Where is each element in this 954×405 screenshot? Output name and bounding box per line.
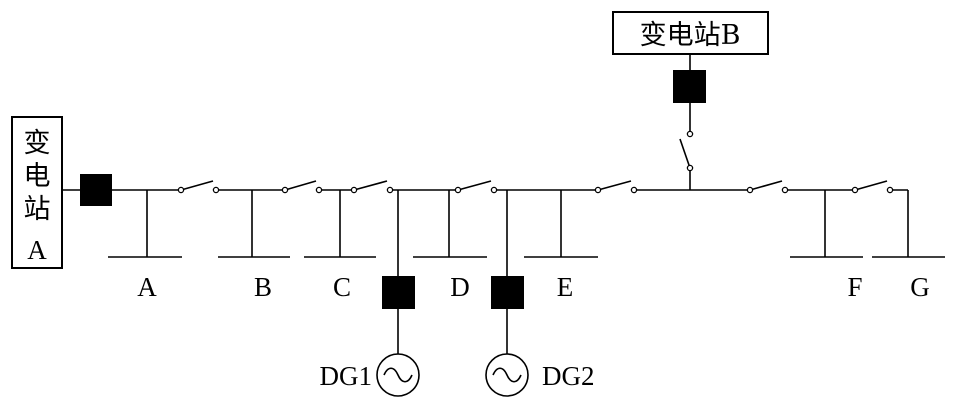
load-g-label: G: [910, 272, 930, 302]
substation-b-box: [612, 11, 769, 55]
substation-a-label-line3: 站: [24, 194, 51, 225]
load-d: D: [413, 190, 487, 302]
load-b-label: B: [254, 272, 272, 302]
substation-a: 变 电 站 A: [11, 116, 63, 269]
load-f-label: F: [847, 272, 862, 302]
generator-dg2: DG2: [485, 190, 595, 397]
substation-b-breaker: [673, 70, 706, 103]
substation-a-label-line1: 变: [24, 128, 51, 159]
load-e-label: E: [557, 272, 574, 302]
tie-switch-contact-bottom: [686, 164, 694, 172]
load-e: E: [524, 190, 598, 302]
switch-6: [746, 180, 789, 194]
load-c-label: C: [333, 272, 351, 302]
sine-wave-icon: [383, 367, 413, 383]
load-c: C: [304, 190, 376, 302]
substation-a-box: [11, 116, 63, 269]
switch-7: [851, 180, 894, 194]
substation-a-breaker: [80, 174, 112, 206]
sine-wave-icon: [492, 367, 522, 383]
dg1-label: DG1: [320, 361, 373, 391]
load-f: F: [790, 190, 863, 302]
substation-a-label-line4: A: [27, 235, 47, 265]
switch-3: [350, 180, 394, 194]
load-d-label: D: [450, 272, 470, 302]
dg2-breaker: [491, 276, 524, 309]
load-g: G: [872, 190, 945, 302]
generator-dg1: DG1: [320, 190, 420, 397]
tie-switch-contact-top: [686, 130, 694, 138]
switch-5: [594, 180, 638, 194]
dg1-breaker: [382, 276, 415, 309]
load-a: A: [108, 190, 182, 302]
switch-2: [281, 180, 323, 194]
switch-1: [177, 180, 220, 194]
substation-a-label-line2: 电: [24, 161, 51, 192]
main-feeder: [62, 174, 908, 206]
substation-b-label: 变电站B: [640, 20, 741, 51]
tie-switch-blade: [679, 138, 691, 169]
substation-b: 变电站B: [612, 11, 769, 190]
dg2-label: DG2: [542, 361, 595, 391]
load-a-label: A: [137, 272, 157, 302]
dg2-generator-symbol: [485, 353, 529, 397]
dg1-generator-symbol: [376, 353, 420, 397]
switch-4: [454, 180, 498, 194]
load-b: B: [218, 190, 290, 302]
